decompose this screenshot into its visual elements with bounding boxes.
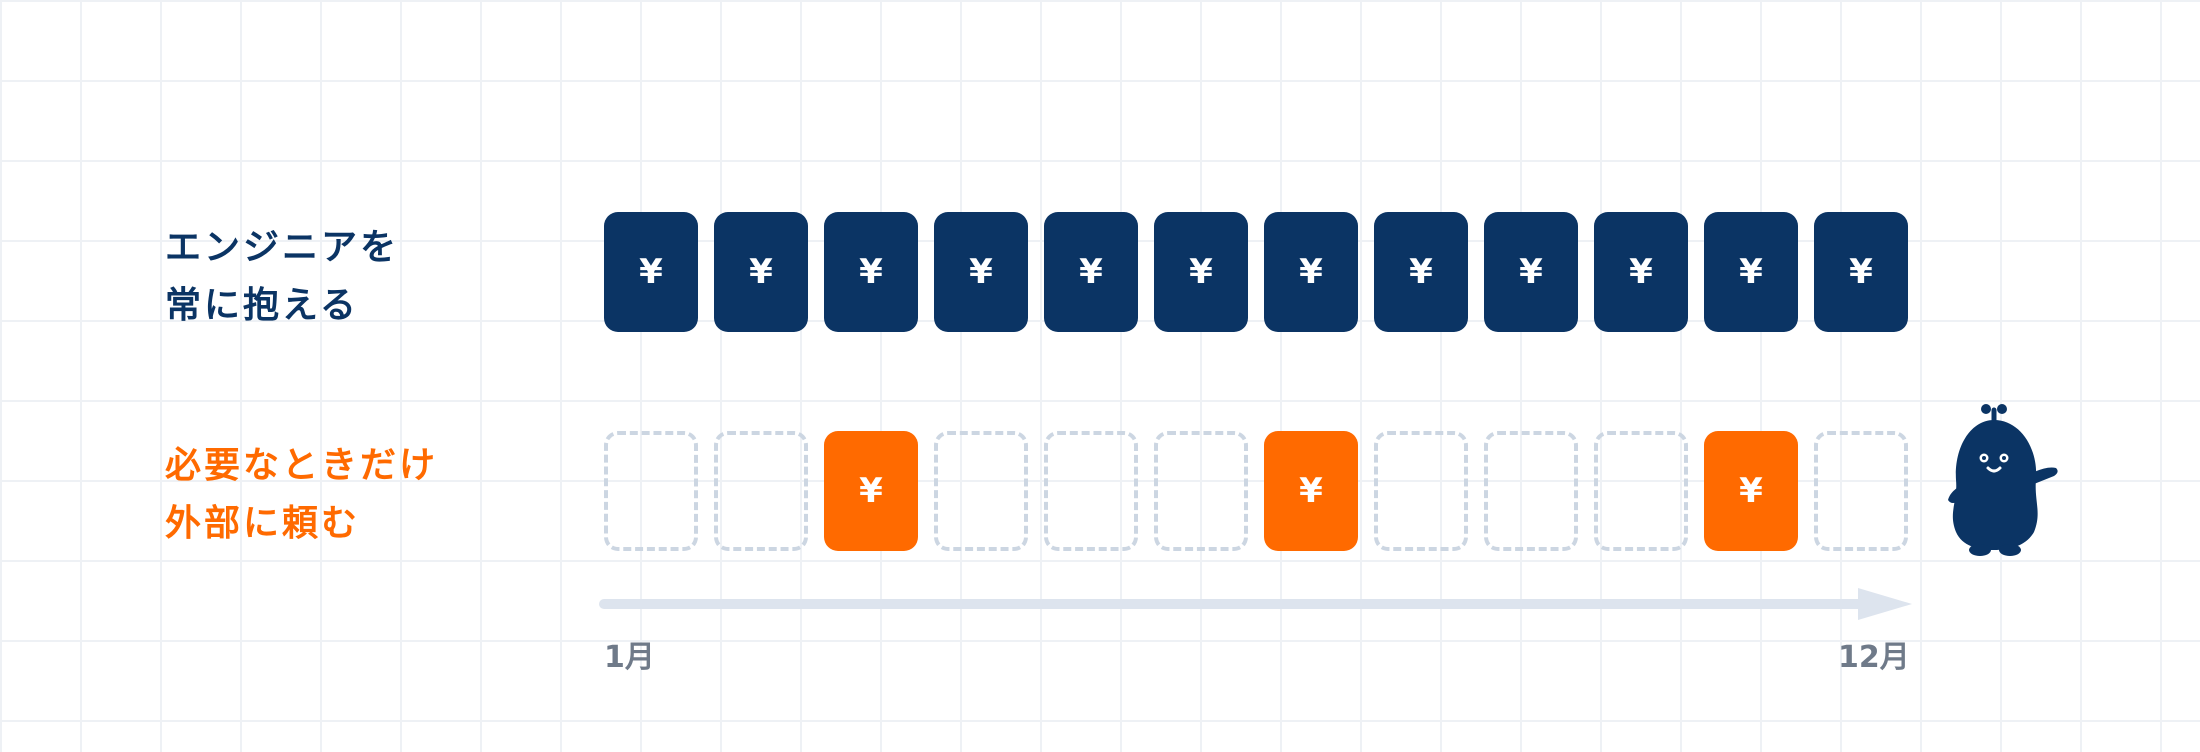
label-outsource-line-2: 外部に頼む — [165, 503, 361, 544]
outsource-empty-slot-12 — [1814, 431, 1908, 551]
inhouse-paid-slot-11: ¥ — [1704, 212, 1798, 332]
label-inhouse: エンジニアを 常に抱える — [165, 219, 399, 335]
label-inhouse-line-1: エンジニアを — [165, 227, 400, 268]
outsource-empty-slot-4 — [934, 431, 1028, 551]
label-inhouse-line-2: 常に抱える — [165, 285, 359, 326]
inhouse-paid-slot-4: ¥ — [934, 212, 1028, 332]
month-label-end: 12月 — [1838, 640, 1910, 675]
outsource-paid-slot-7: ¥ — [1264, 431, 1358, 551]
outsource-paid-slot-11: ¥ — [1704, 431, 1798, 551]
timeline-arrowhead — [1858, 588, 1912, 620]
outsource-empty-slot-1 — [604, 431, 698, 551]
label-outsource-line-1: 必要なときだけ — [165, 445, 439, 486]
outsource-slot-row: ¥ ¥ ¥ — [604, 431, 1908, 551]
outsource-empty-slot-6 — [1154, 431, 1248, 551]
outsource-paid-slot-3: ¥ — [824, 431, 918, 551]
inhouse-paid-slot-6: ¥ — [1154, 212, 1248, 332]
outsource-empty-slot-8 — [1374, 431, 1468, 551]
label-outsource: 必要なときだけ 外部に頼む — [165, 437, 438, 553]
inhouse-slot-row: ¥¥¥¥¥¥¥¥¥¥¥¥ — [604, 212, 1908, 332]
inhouse-paid-slot-7: ¥ — [1264, 212, 1358, 332]
inhouse-paid-slot-5: ¥ — [1044, 212, 1138, 332]
mascot-icon — [1948, 404, 2058, 556]
outsource-empty-slot-10 — [1594, 431, 1688, 551]
inhouse-paid-slot-3: ¥ — [824, 212, 918, 332]
outsource-empty-slot-5 — [1044, 431, 1138, 551]
inhouse-paid-slot-1: ¥ — [604, 212, 698, 332]
outsource-empty-slot-9 — [1484, 431, 1578, 551]
inhouse-paid-slot-10: ¥ — [1594, 212, 1688, 332]
inhouse-paid-slot-12: ¥ — [1814, 212, 1908, 332]
outsource-empty-slot-2 — [714, 431, 808, 551]
month-label-start: 1月 — [604, 640, 655, 675]
inhouse-paid-slot-8: ¥ — [1374, 212, 1468, 332]
inhouse-paid-slot-2: ¥ — [714, 212, 808, 332]
inhouse-paid-slot-9: ¥ — [1484, 212, 1578, 332]
